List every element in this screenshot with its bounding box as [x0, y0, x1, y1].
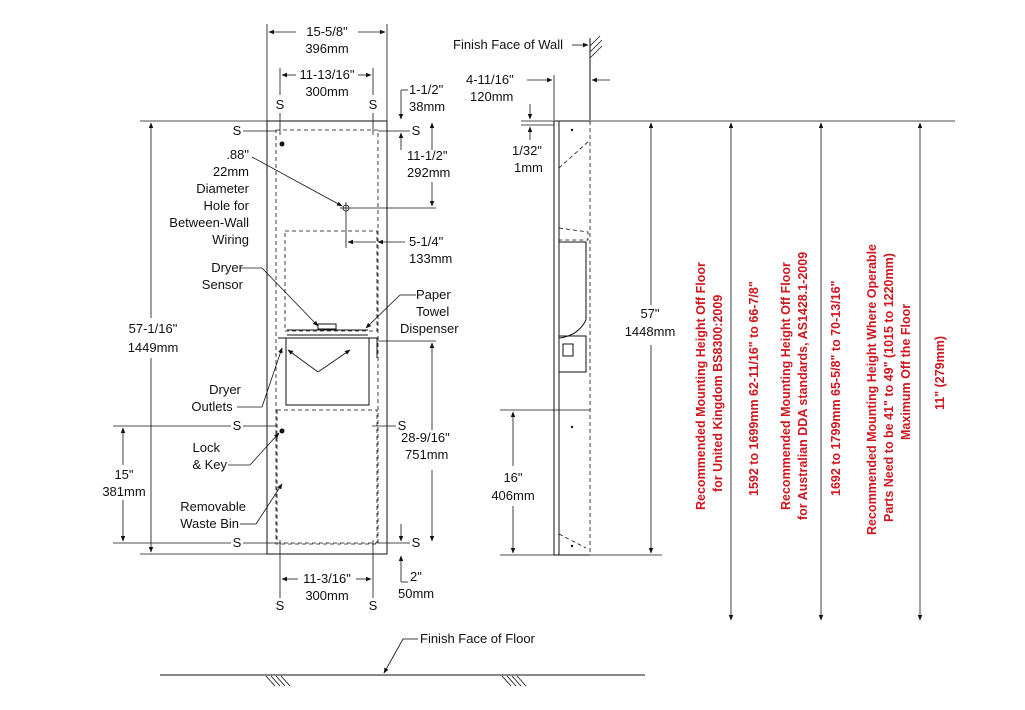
hole-callout-line: Hole for [203, 198, 249, 213]
ada-clearance: 11" (279mm) [933, 336, 947, 410]
unit-outline [266, 120, 388, 555]
stud-width-bottom-mm: 300mm [305, 588, 348, 603]
stud-width-top-in: 11-13/16" [300, 67, 355, 82]
finish-face-floor-label: Finish Face of Floor [420, 631, 536, 646]
paper-towel-label: Paper [416, 287, 451, 302]
overall-height-mm: 1449mm [128, 340, 179, 355]
overall-height-in: 57-1/16" [129, 321, 178, 336]
side-lower-in: 16" [503, 470, 522, 485]
stud-marker: S [233, 123, 242, 138]
stud-marker: S [233, 418, 242, 433]
flange-mm: 1mm [514, 160, 543, 175]
lower-height-in: 28-9/16" [401, 430, 450, 445]
ada-heading: Recommended Mounting Height Where Operab… [865, 244, 879, 535]
dryer-outlets-label: Dryer [209, 382, 241, 397]
top-offset-mm: 38mm [409, 99, 445, 114]
finish-face-wall-label: Finish Face of Wall [453, 37, 563, 52]
au-heading: Recommended Mounting Height Off Floor [779, 262, 793, 510]
bottom-offset-in: 2" [410, 569, 422, 584]
au-range: 1692 to 1799mm 65-5/8" to 70-13/16" [829, 280, 843, 496]
flange-in: 1/32" [512, 143, 542, 158]
uk-range: 1592 to 1699mm 62-11/16" to 66-7/8" [747, 281, 761, 496]
stud-marker: S [276, 97, 285, 112]
floor: Finish Face of Floor [160, 631, 645, 687]
au-subheading: for Australian DDA standards, AS1428.1-2… [796, 252, 810, 520]
dryer-outlets-label: Outlets [191, 399, 233, 414]
side-height-in: 57" [640, 306, 659, 321]
stud-marker: S [369, 97, 378, 112]
rough-in-outline [275, 129, 379, 545]
overall-width-in: 15-5/8" [306, 24, 348, 39]
hole-callout-line: Between-Wall [169, 215, 249, 230]
dispenser-compartment [284, 230, 378, 332]
stud-width-bottom-in: 11-3/16" [303, 571, 351, 586]
side-sensor-icon [562, 343, 574, 357]
hole-dot [279, 141, 285, 147]
top-offset-in: 1-1/2" [409, 82, 444, 97]
stud-width-top-mm: 300mm [305, 84, 348, 99]
hole-callout-line: Wiring [212, 232, 249, 247]
hole-offset-mm: 133mm [409, 251, 452, 266]
dryer-sensor-label: Sensor [202, 277, 244, 292]
lock-key-label: & Key [192, 457, 227, 472]
lower-height-mm: 751mm [405, 447, 448, 462]
lock-height-mm: 381mm [102, 484, 145, 499]
mounting-heights: Recommended Mounting Height Off Floor fo… [662, 120, 955, 621]
side-height-mm: 1448mm [625, 324, 676, 339]
hole-size-in: .88" [226, 147, 249, 162]
waste-bin-label: Removable [180, 499, 246, 514]
side-depth-in: 4-11/16" [466, 72, 514, 87]
floor-hatch [265, 675, 527, 687]
hole-size-mm: 22mm [213, 164, 249, 179]
side-depth-mm: 120mm [470, 89, 513, 104]
overall-width-mm: 396mm [305, 41, 348, 56]
stud-marker: S [412, 535, 421, 550]
ada-subheading: Parts Need to be 41" to 49" (1015 to 122… [882, 253, 896, 522]
stud-marker: S [398, 418, 407, 433]
ada-note: Maximum Off the Floor [899, 304, 913, 440]
dryer-sensor-label: Dryer [211, 260, 243, 275]
front-view: 15-5/8" 396mm 11-13/16" 300mm S S 1-1/2"… [102, 24, 459, 613]
lock-height-in: 15" [114, 467, 133, 482]
stud-marker: S [276, 598, 285, 613]
hole-offset-in: 5-1/4" [409, 234, 444, 249]
side-lower-mm: 406mm [491, 488, 534, 503]
uk-subheading: for United Kingdom BS8300:2009 [711, 295, 725, 492]
wiring-hole-icon [340, 202, 352, 214]
wall-hatch [589, 35, 603, 59]
hole-callout-line: Diameter [196, 181, 249, 196]
hole-depth-in: 11-1/2" [407, 148, 448, 163]
stud-marker: S [233, 535, 242, 550]
paper-towel-label: Towel [416, 304, 449, 319]
stud-marker: S [369, 598, 378, 613]
hole-depth-mm: 292mm [407, 165, 450, 180]
uk-heading: Recommended Mounting Height Off Floor [694, 262, 708, 510]
towel-tray [285, 337, 370, 406]
lock-dot [279, 428, 285, 434]
lock-key-label: Lock [193, 440, 221, 455]
waste-bin-outline [276, 409, 378, 544]
waste-bin-label: Waste Bin [180, 516, 239, 531]
side-view: Finish Face of Wall 4-11/16" 120mm 1/32"… [453, 35, 676, 556]
bottom-offset-mm: 50mm [398, 586, 434, 601]
stud-marker: S [412, 123, 421, 138]
paper-towel-label: Dispenser [400, 321, 459, 336]
side-body [553, 120, 560, 556]
